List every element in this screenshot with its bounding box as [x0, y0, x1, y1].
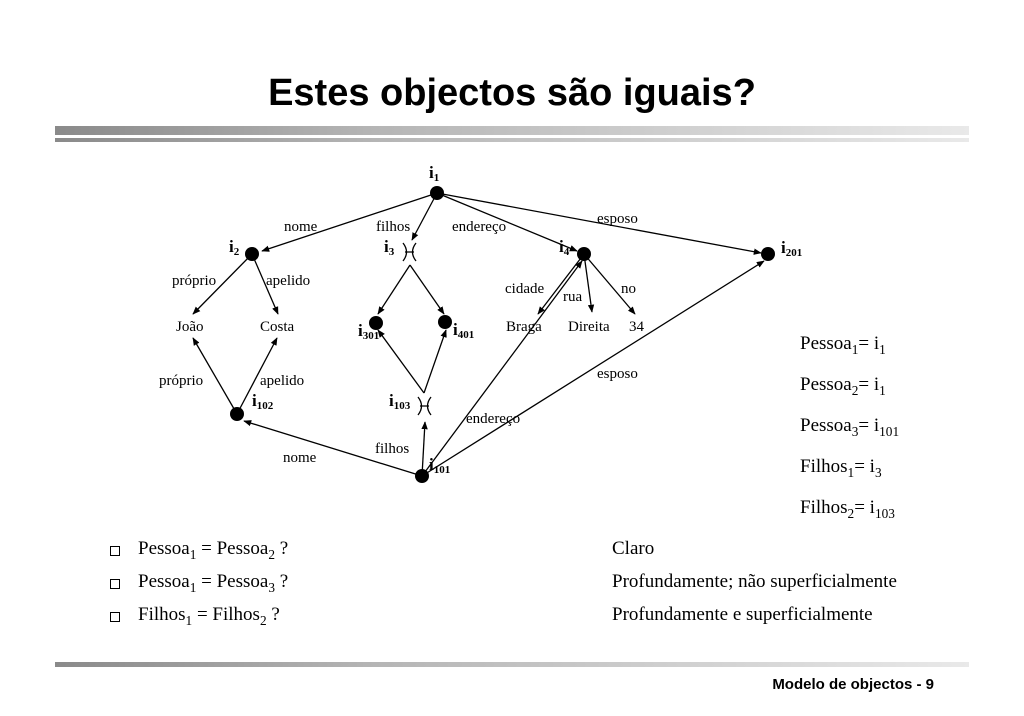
question-text: Pessoa1 = Pessoa2 ?	[138, 538, 289, 562]
label-i103: i103	[389, 391, 411, 412]
definition-row: Pessoa3= i101	[800, 415, 900, 439]
label-i102: i102	[252, 391, 274, 412]
edge-label-rua: rua	[563, 289, 582, 305]
checkbox-bullet-icon	[110, 546, 120, 556]
edge-i101-endereco-i4	[421, 260, 583, 477]
edge-i103-i401	[423, 329, 447, 394]
label-i3: i3	[384, 237, 395, 258]
answer-text: Claro	[612, 538, 655, 559]
edge-i101-esposo-i201	[421, 260, 765, 477]
checkbox-bullet-icon	[110, 612, 120, 622]
definition-row: Pessoa2= i1	[800, 374, 886, 398]
edge-i101-filhos-i103	[421, 421, 428, 477]
label-i4: i4	[559, 237, 570, 258]
title-divider-thin	[55, 138, 969, 142]
answer-text: Profundamente; não superficialmente	[612, 571, 897, 592]
edge-i102-proprio-joao	[192, 337, 238, 415]
edge-i103-i301	[377, 329, 425, 394]
edge-label-filhos-top: filhos	[376, 219, 410, 235]
edge-i1-esposo-i201	[436, 192, 762, 255]
question-row: Pessoa1 = Pessoa3 ? Profundamente; não s…	[110, 571, 970, 604]
edge-label-apelido-top: apelido	[266, 273, 310, 289]
label-i1: i1	[429, 163, 439, 184]
edge-label-esposo-top: esposo	[597, 211, 638, 227]
definition-row: Pessoa1= i1	[800, 333, 886, 357]
edge-i1-endereco-i4	[436, 192, 578, 252]
value-direita: Direita	[568, 319, 610, 335]
edge-label-endereco-top: endereço	[452, 219, 506, 235]
edge-i4-rua-direita	[583, 253, 595, 313]
value-costa: Costa	[260, 319, 295, 335]
set-symbol-i3	[402, 242, 417, 262]
edge-label-apelido-bot: apelido	[260, 373, 304, 389]
edge-i1-nome-i2	[261, 192, 438, 252]
question-text: Pessoa1 = Pessoa3 ?	[138, 571, 289, 595]
node-i401	[438, 315, 452, 329]
node-i102	[230, 407, 244, 421]
value-34: 34	[629, 319, 645, 335]
definitions-list: Pessoa1= i1 Pessoa2= i1 Pessoa3= i101 Fi…	[800, 330, 899, 535]
title-divider	[55, 126, 969, 135]
edge-label-endereco-bot: endereço	[466, 411, 520, 427]
question-text: Filhos1 = Filhos2 ?	[138, 604, 280, 628]
footer-divider	[55, 662, 969, 667]
node-i201	[761, 247, 775, 261]
label-i101: i101	[429, 455, 450, 476]
label-i2: i2	[229, 237, 240, 258]
edge-i2-proprio-joao	[192, 253, 253, 315]
node-i4	[577, 247, 591, 261]
edge-i101-nome-i102	[243, 420, 423, 477]
node-i1	[430, 186, 444, 200]
label-i201: i201	[781, 238, 802, 259]
node-i101	[415, 469, 429, 483]
edge-label-esposo-bot: esposo	[597, 366, 638, 382]
value-braga: Braga	[506, 319, 542, 335]
edge-label-cidade: cidade	[505, 281, 544, 297]
label-i301: i301	[358, 321, 379, 342]
answer-text: Profundamente e superficialmente	[612, 604, 873, 625]
checkbox-bullet-icon	[110, 579, 120, 589]
node-i301	[369, 316, 383, 330]
set-symbol-i103	[417, 396, 432, 416]
edge-i1-filhos-i3	[411, 192, 438, 241]
definition-row: Filhos1= i3	[800, 456, 882, 480]
page-title: Estes objectos são iguais?	[268, 72, 756, 114]
definition-row: Filhos2= i103	[800, 497, 895, 521]
edge-i4-cidade-braga	[537, 253, 585, 315]
edge-label-nome-top: nome	[284, 219, 318, 235]
edge-label-no: no	[621, 281, 636, 297]
edge-i3-i401	[409, 264, 445, 315]
label-i401: i401	[453, 320, 474, 341]
node-i2	[245, 247, 259, 261]
edge-label-proprio-top: próprio	[172, 273, 216, 289]
question-row: Filhos1 = Filhos2 ? Profundamente e supe…	[110, 604, 970, 637]
edge-label-filhos-bot: filhos	[375, 441, 409, 457]
footer-page-label: Modelo de objectos - 9	[772, 676, 934, 693]
edge-i102-apelido-costa	[236, 337, 278, 415]
edge-i3-i301	[377, 264, 411, 315]
question-row: Pessoa1 = Pessoa2 ? Claro	[110, 538, 970, 571]
edge-label-nome-bot: nome	[283, 450, 317, 466]
edge-i4-no-34	[583, 253, 636, 315]
edge-label-proprio-bot: próprio	[159, 373, 203, 389]
edge-i2-apelido-costa	[251, 253, 279, 315]
questions-list: Pessoa1 = Pessoa2 ? Claro Pessoa1 = Pess…	[110, 538, 970, 637]
value-joao: João	[176, 319, 204, 335]
